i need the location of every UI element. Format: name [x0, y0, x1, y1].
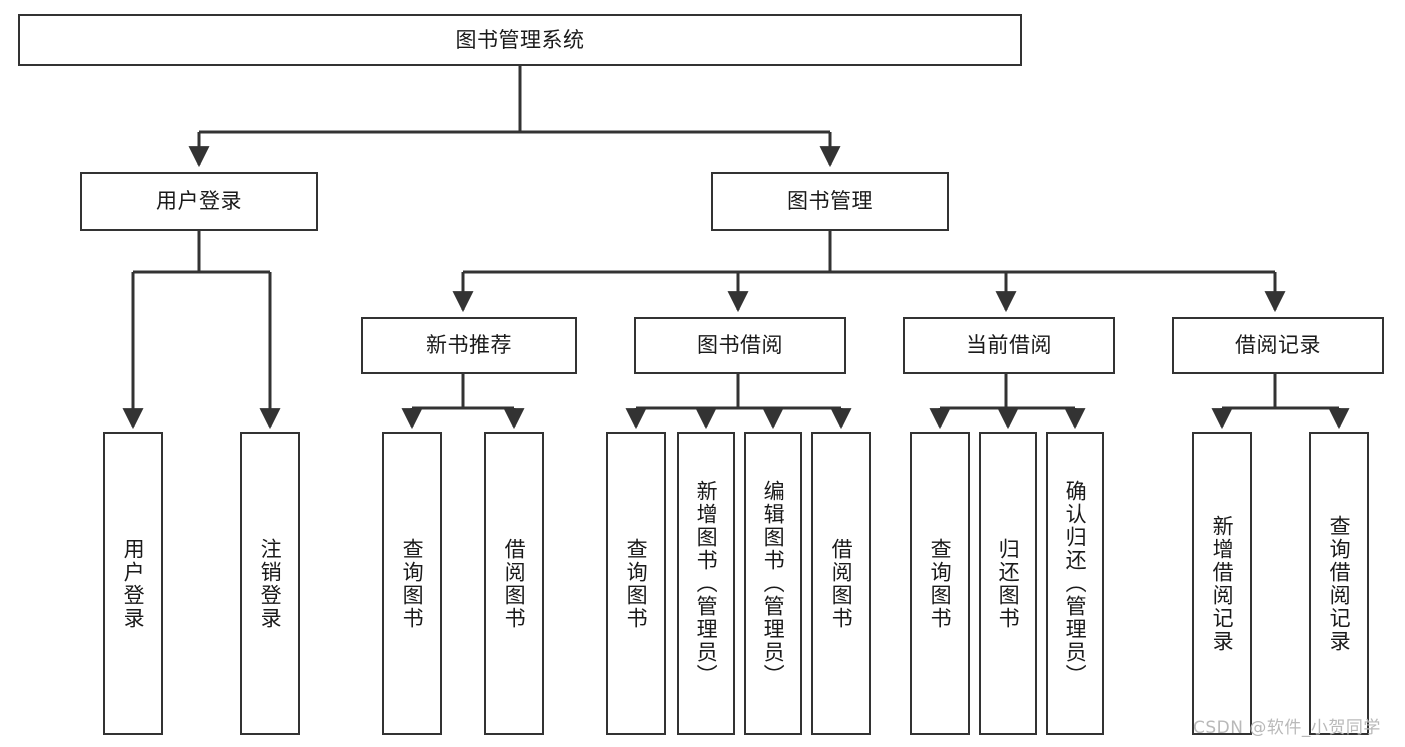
leaf-return-book-label: 归还图书: [996, 537, 1021, 630]
leaf-borrow-book-1-label: 借阅图书: [502, 537, 527, 630]
leaf-query-book-1[interactable]: 查询图书: [382, 432, 442, 735]
node-user-login[interactable]: 用户登录: [80, 172, 318, 231]
leaf-borrow-book-2-label: 借阅图书: [829, 537, 854, 630]
leaf-edit-book-label: 编辑图书（管理员）: [761, 480, 786, 687]
leaf-query-record-label: 查询借阅记录: [1327, 514, 1352, 653]
leaf-query-book-2-label: 查询图书: [624, 537, 649, 630]
node-borrow-record-label: 借阅记录: [1235, 333, 1321, 358]
leaf-query-book-2[interactable]: 查询图书: [606, 432, 666, 735]
node-root-label: 图书管理系统: [455, 27, 585, 52]
leaf-add-book[interactable]: 新增图书（管理员）: [677, 432, 735, 735]
node-new-book-rec-label: 新书推荐: [426, 333, 512, 358]
leaf-query-record[interactable]: 查询借阅记录: [1309, 432, 1369, 735]
leaf-query-book-1-label: 查询图书: [400, 537, 425, 630]
node-current-borrow[interactable]: 当前借阅: [903, 317, 1115, 374]
leaf-confirm-return[interactable]: 确认归还（管理员）: [1046, 432, 1104, 735]
leaf-query-book-3[interactable]: 查询图书: [910, 432, 970, 735]
leaf-add-record[interactable]: 新增借阅记录: [1192, 432, 1252, 735]
node-borrow-record[interactable]: 借阅记录: [1172, 317, 1384, 374]
leaf-query-book-3-label: 查询图书: [928, 537, 953, 630]
csdn-watermark: CSDN @软件_小贺同学: [1193, 718, 1381, 738]
leaf-confirm-return-label: 确认归还（管理员）: [1063, 480, 1088, 687]
leaf-logout[interactable]: 注销登录: [240, 432, 300, 735]
leaf-user-login[interactable]: 用户登录: [103, 432, 163, 735]
leaf-borrow-book-2[interactable]: 借阅图书: [811, 432, 871, 735]
leaf-logout-label: 注销登录: [258, 537, 283, 630]
leaf-borrow-book-1[interactable]: 借阅图书: [484, 432, 544, 735]
leaf-user-login-label: 用户登录: [121, 537, 146, 630]
node-root[interactable]: 图书管理系统: [18, 14, 1022, 66]
node-book-manage-label: 图书管理: [787, 189, 873, 214]
node-current-borrow-label: 当前借阅: [966, 333, 1052, 358]
leaf-edit-book[interactable]: 编辑图书（管理员）: [744, 432, 802, 735]
node-user-login-label: 用户登录: [156, 189, 242, 214]
node-new-book-rec[interactable]: 新书推荐: [361, 317, 577, 374]
node-book-borrow-label: 图书借阅: [697, 333, 783, 358]
leaf-add-record-label: 新增借阅记录: [1210, 514, 1235, 653]
leaf-add-book-label: 新增图书（管理员）: [694, 480, 719, 687]
node-book-manage[interactable]: 图书管理: [711, 172, 949, 231]
node-book-borrow[interactable]: 图书借阅: [634, 317, 846, 374]
leaf-return-book[interactable]: 归还图书: [979, 432, 1037, 735]
